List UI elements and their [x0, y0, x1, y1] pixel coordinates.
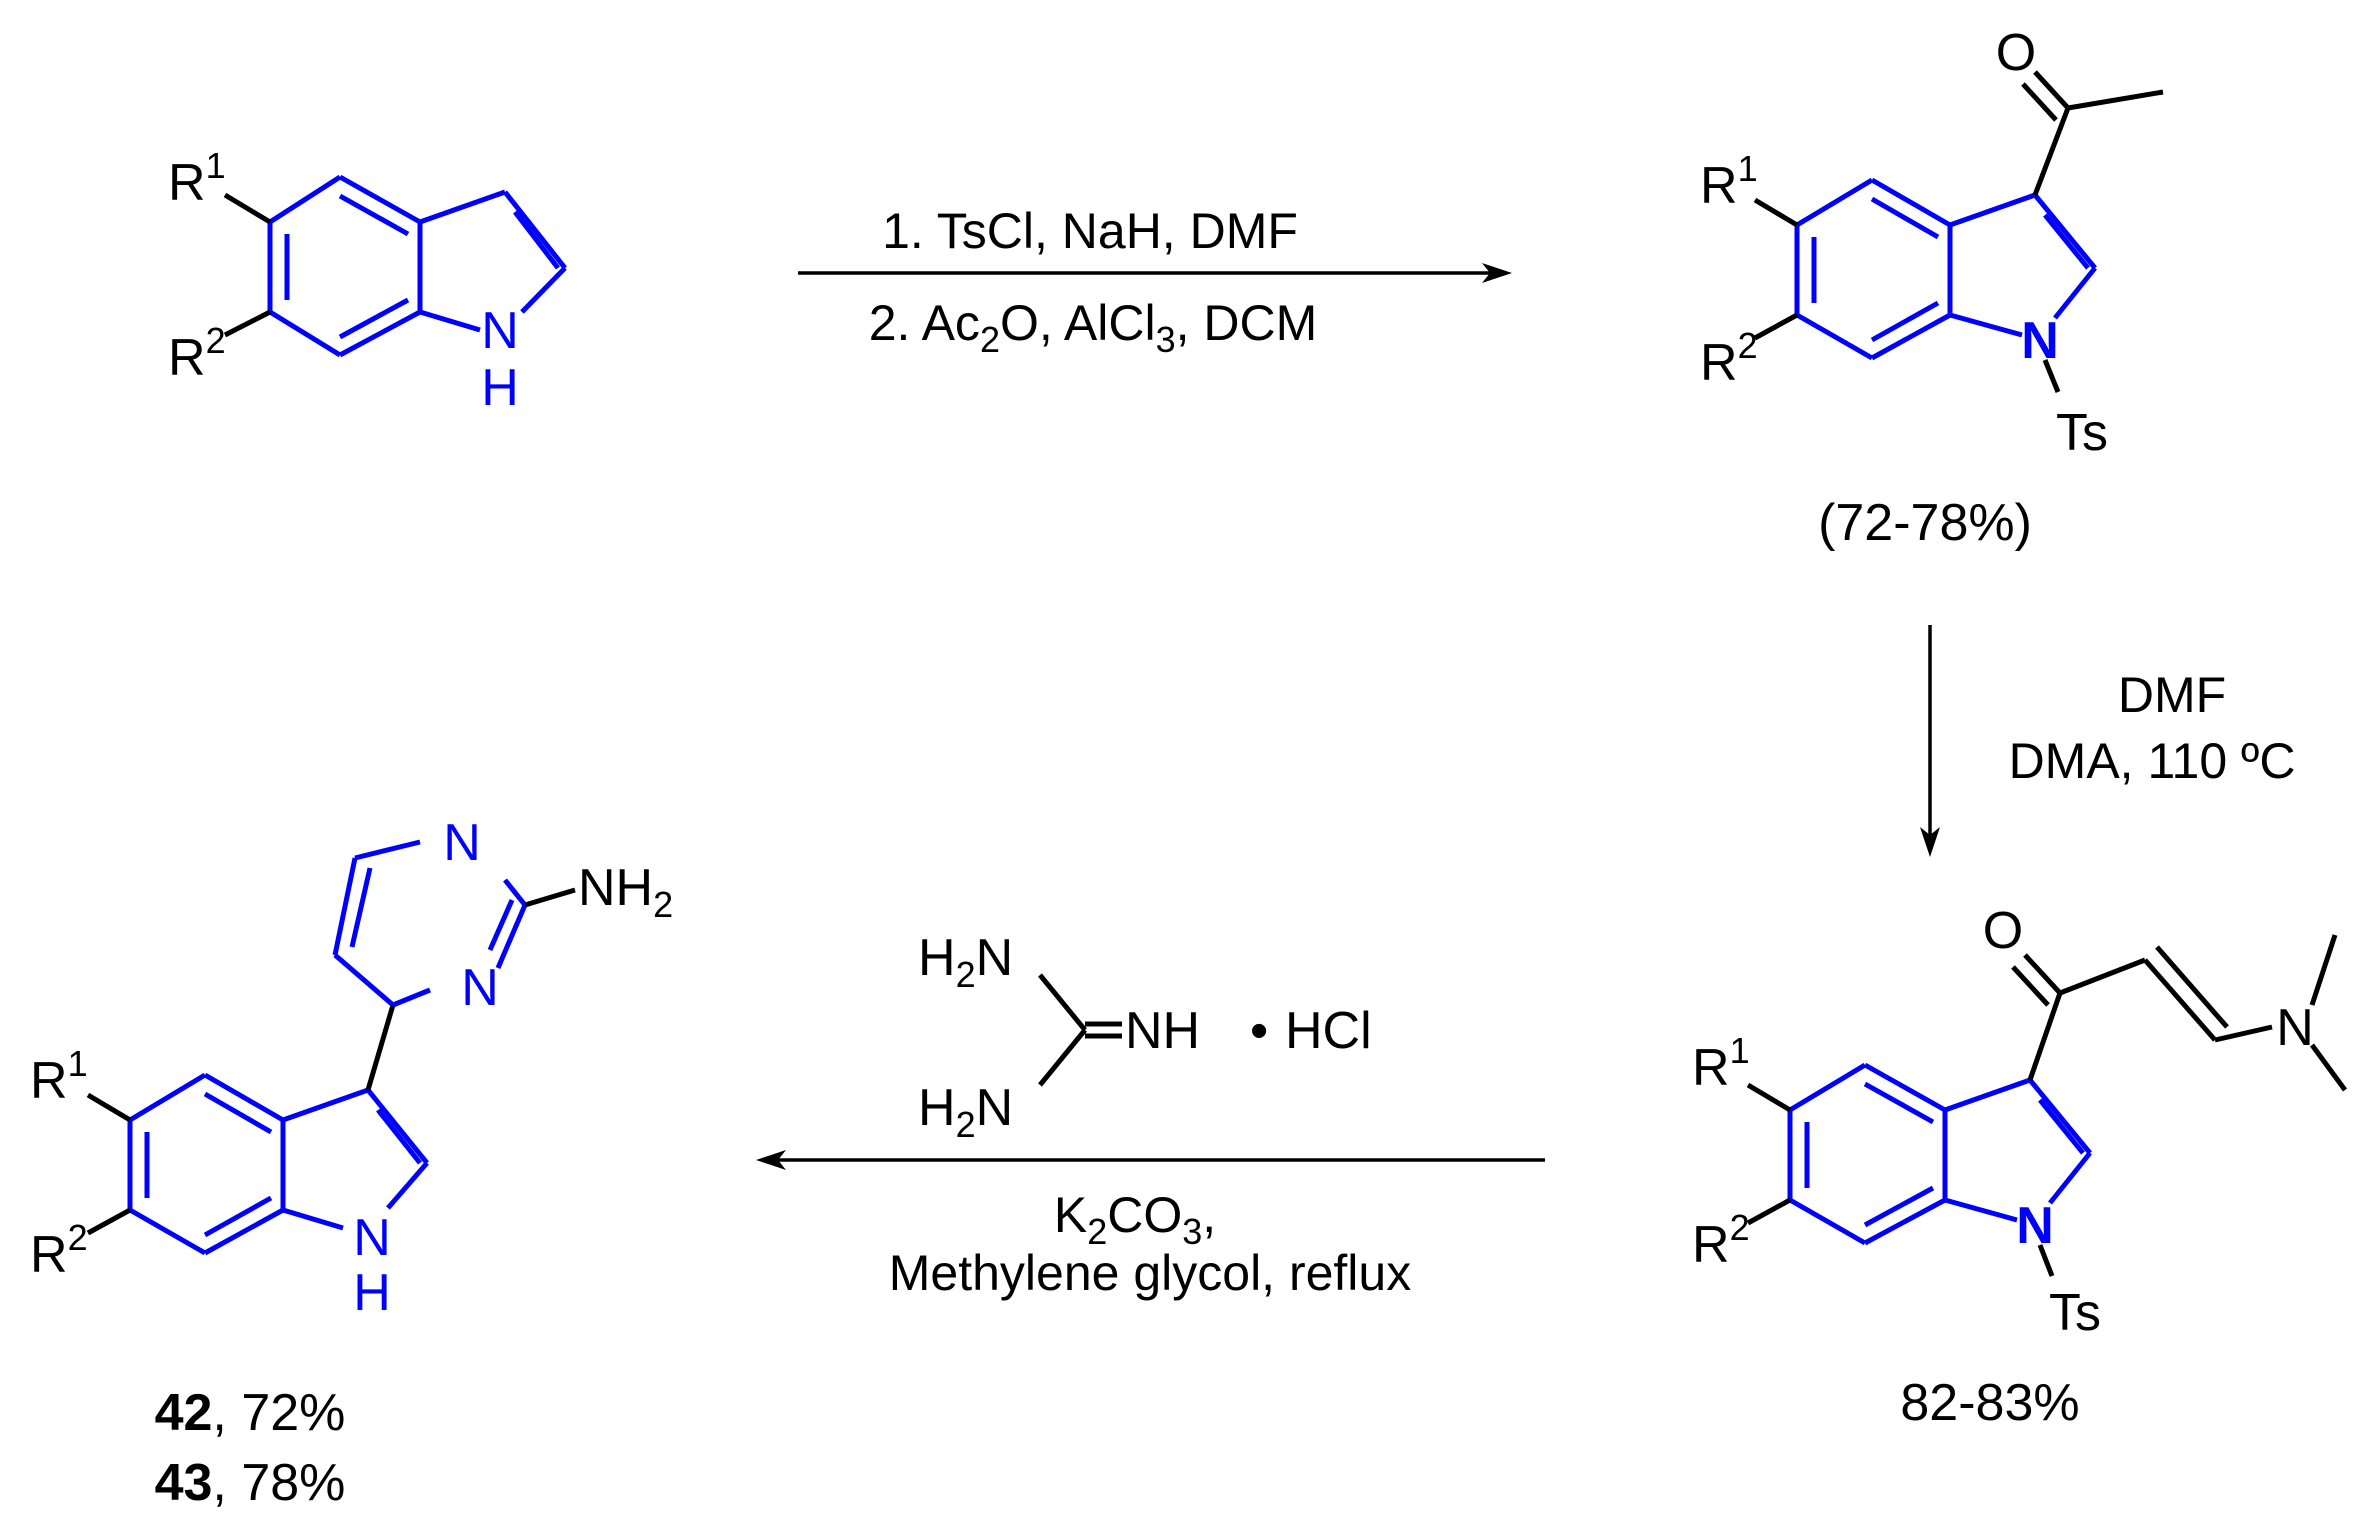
- yield-enaminone: 82-83%: [1900, 1374, 2079, 1432]
- nh-h-label: H: [481, 359, 519, 417]
- compound-enaminone: O N N Ts R1 R2 82-83%: [1692, 902, 2348, 1432]
- step2-conditions-line1: DMF: [2118, 667, 2226, 723]
- ketone-o-label: O: [1983, 902, 2023, 960]
- ketone-o-label: O: [1996, 24, 2036, 82]
- r1-label: R1: [168, 145, 226, 212]
- arrow-step3: [756, 1150, 1545, 1170]
- arrow-step1: [798, 263, 1512, 283]
- indole-nh-n-label: N: [353, 1209, 391, 1267]
- arrow-step2: [1920, 625, 1940, 857]
- step1-conditions-line1: 1. TsCl, NaH, DMF: [882, 203, 1298, 259]
- yield-acetyl: (72-78%): [1818, 494, 2032, 552]
- hcl-label: HCl: [1285, 1002, 1372, 1060]
- reagent-guanidine-hcl: H2N H2N NH • HCl: [918, 929, 1372, 1145]
- h2n-bottom-label: H2N: [918, 1079, 1013, 1145]
- dimethylamino-n-label: N: [2276, 999, 2314, 1057]
- h2n-top-label: H2N: [918, 929, 1013, 995]
- product-indole-bonds: [127, 1072, 429, 1256]
- enaminone-ring-bonds: [1787, 1062, 2092, 1246]
- step1-conditions-line2: 2. Ac2O, AlCl3, DCM: [869, 295, 1318, 360]
- salt-bullet: •: [1250, 1002, 1268, 1060]
- r1-label: R1: [1700, 148, 1758, 215]
- indole-ring-bonds: [267, 174, 567, 358]
- r2-label: R2: [1692, 1207, 1750, 1274]
- indole-n-label: N: [2021, 312, 2059, 370]
- step2-conditions-line2: DMA, 110 ºC: [2009, 733, 2296, 789]
- pyrimidine-ring-bonds: [332, 839, 528, 1008]
- r1-label: R1: [1692, 1030, 1750, 1097]
- r2-label: R2: [1700, 325, 1758, 392]
- ts-label: Ts: [2049, 1284, 2101, 1342]
- compound-indole-start: N H R1 R2: [168, 145, 567, 417]
- imine-nh-label: NH: [1125, 1002, 1200, 1060]
- step3-conditions-line2: Methylene glycol, reflux: [889, 1245, 1411, 1301]
- r1-label: R1: [30, 1043, 88, 1110]
- amine-nh2-label: NH2: [578, 859, 673, 925]
- indole-n-label: N: [2016, 1197, 2054, 1255]
- r2-label: R2: [30, 1217, 88, 1284]
- pyrimidine-n3-label: N: [461, 959, 499, 1017]
- yield-compound-43: 43, 78%: [155, 1454, 346, 1512]
- r2-label: R2: [168, 320, 226, 387]
- acetyl-indole-ring-bonds: [1794, 177, 2097, 361]
- nh-n-label: N: [481, 302, 519, 360]
- compound-product-pyrimidine: N N NH2 N H R1 R2 42, 72% 43, 78%: [30, 814, 673, 1512]
- yield-compound-42: 42, 72%: [155, 1384, 346, 1442]
- compound-acetyl-indole: O N Ts R1 R2 (72-78%): [1700, 24, 2164, 552]
- indole-nh-h-label: H: [353, 1264, 391, 1322]
- pyrimidine-n1-label: N: [443, 814, 481, 872]
- step3-conditions-line1: K2CO3,: [1054, 1187, 1216, 1252]
- ts-label: Ts: [2056, 404, 2108, 462]
